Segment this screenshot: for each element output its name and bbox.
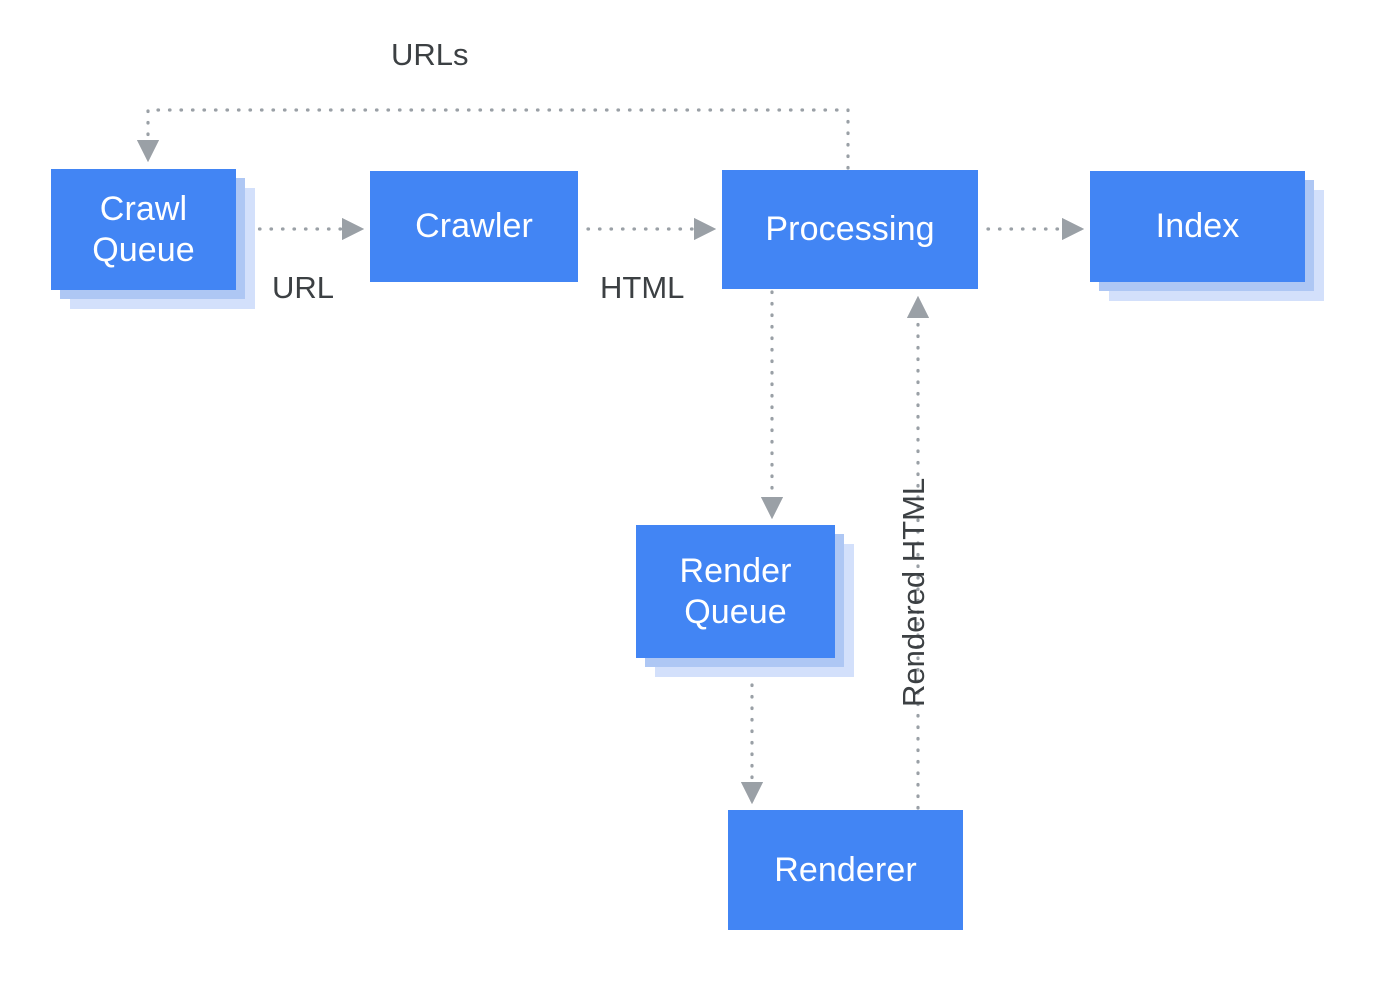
node-index[interactable]: Index [1090,171,1324,301]
node-label-render-queue: Render Queue [679,552,792,631]
node-render-queue[interactable]: Render Queue [636,525,854,677]
node-processing[interactable]: Processing [722,170,978,289]
node-face: Index [1090,171,1305,282]
node-face: Crawl Queue [51,169,236,290]
node-face: Crawler [370,171,578,282]
node-renderer[interactable]: Renderer [728,810,963,930]
node-label-crawler: Crawler [415,207,533,246]
edge-label-html: HTML [600,270,685,305]
edge-processing-to-crawlqueue [136,108,850,170]
node-face: Renderer [728,810,963,930]
node-label-processing: Processing [765,210,935,249]
edge-label-url: URL [272,270,335,305]
edge-label-urls: URLs [391,37,469,72]
node-label-crawl-queue: Crawl Queue [92,190,195,269]
node-crawl-queue[interactable]: Crawl Queue [51,169,255,309]
node-face: Processing [722,170,978,289]
node-face: Render Queue [636,525,835,658]
node-label-index: Index [1155,207,1240,246]
node-label-renderer: Renderer [774,850,917,889]
edge-label-rendered-html: Rendered HTML [896,477,931,707]
node-crawler[interactable]: Crawler [370,171,578,282]
